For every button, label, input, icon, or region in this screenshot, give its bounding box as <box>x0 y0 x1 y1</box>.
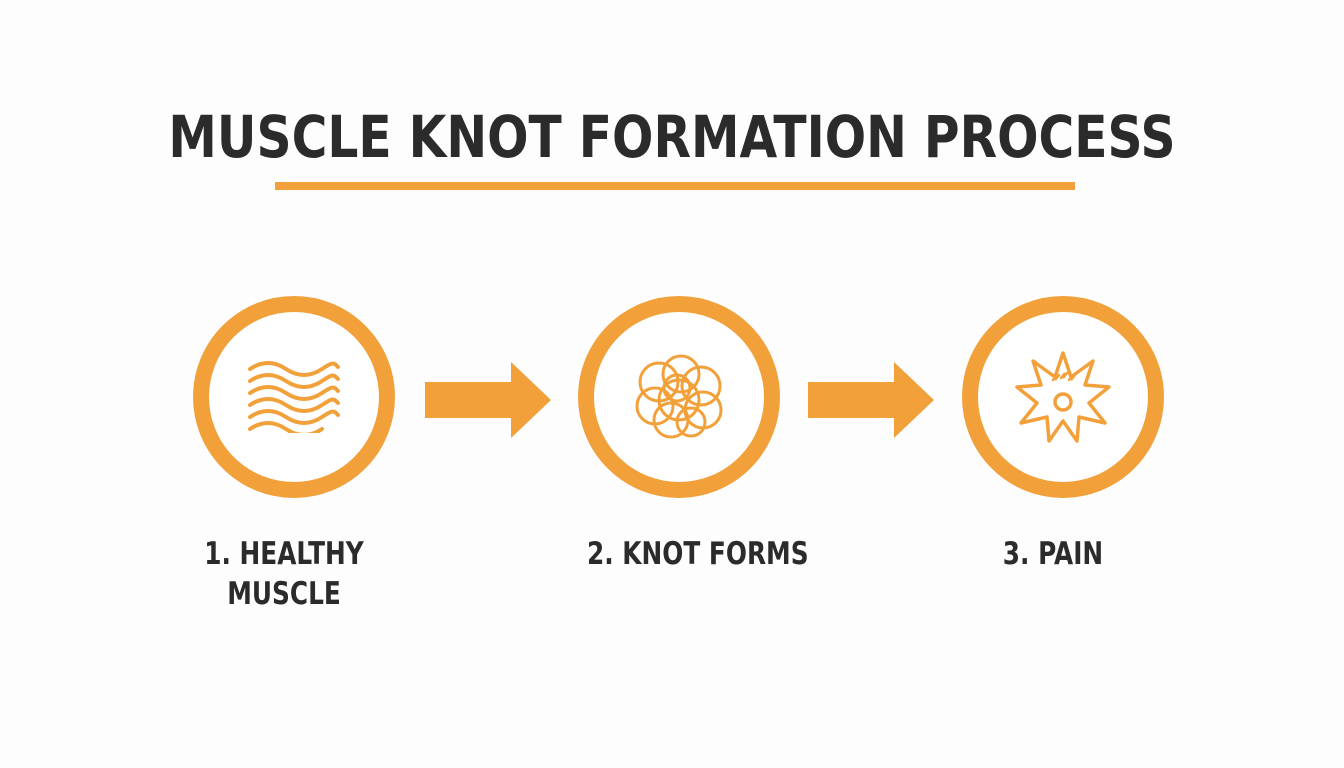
page-title: MUSCLE KNOT FORMATION PROCESS <box>168 103 1176 171</box>
wavy-fibers-icon <box>246 361 342 433</box>
step-1-label: 1. HEALTHY MUSCLE <box>204 534 364 615</box>
step-2-label: 2. KNOT FORMS <box>587 534 809 574</box>
right-arrow-icon <box>425 362 551 438</box>
step-2-circle <box>578 296 780 498</box>
step-2-label-line1: 2. KNOT FORMS <box>587 536 809 572</box>
step-3-label-line1: 3. PAIN <box>1002 536 1104 572</box>
title-underline <box>275 182 1075 190</box>
step-1-label-line1: 1. HEALTHY <box>204 536 364 572</box>
pain-burst-icon <box>1013 347 1113 447</box>
step-3-label: 3. PAIN <box>973 534 1133 574</box>
step-1-label-line2: MUSCLE <box>227 576 341 613</box>
tangled-knot-icon <box>629 352 729 442</box>
step-3-circle <box>962 296 1164 498</box>
right-arrow-icon <box>808 362 934 438</box>
step-1-circle <box>193 296 395 498</box>
